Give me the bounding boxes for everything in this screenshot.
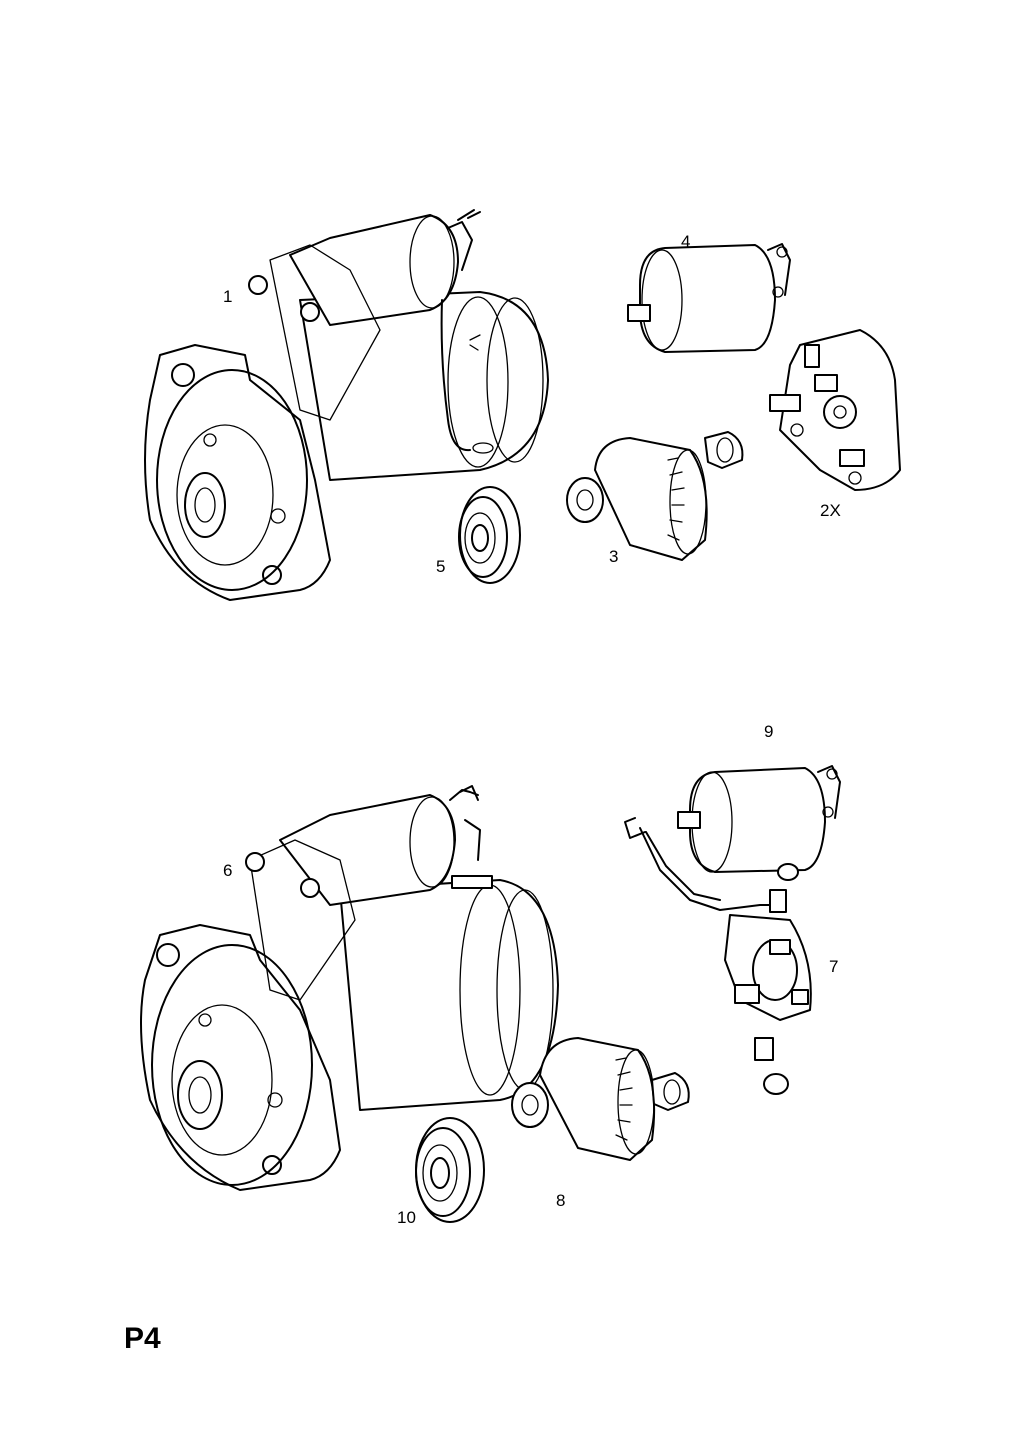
solenoid-switch-upper	[627, 243, 791, 353]
callout-10: 10	[397, 1208, 416, 1227]
callout-6: 6	[223, 861, 233, 880]
callout-9: 9	[764, 722, 774, 741]
drive-pinion-upper	[566, 431, 744, 561]
callout-2x: 2X	[820, 501, 841, 520]
brush-plate-lower	[624, 817, 812, 1095]
solenoid-switch-lower	[677, 765, 841, 873]
starter-motor-assembly-lower	[140, 785, 559, 1191]
brush-holder-upper	[769, 329, 901, 491]
callout-1: 1	[223, 287, 233, 306]
callout-7: 7	[829, 957, 839, 976]
drive-pinion-lower	[511, 1037, 690, 1161]
bearing-upper	[458, 486, 521, 584]
callout-4: 4	[681, 232, 691, 251]
page-code: P4	[124, 1322, 161, 1355]
bearing-lower	[415, 1117, 485, 1223]
starter-motor-assembly-upper	[144, 209, 549, 601]
callout-8: 8	[556, 1191, 566, 1210]
callout-5: 5	[436, 557, 446, 576]
callout-3: 3	[609, 547, 619, 566]
